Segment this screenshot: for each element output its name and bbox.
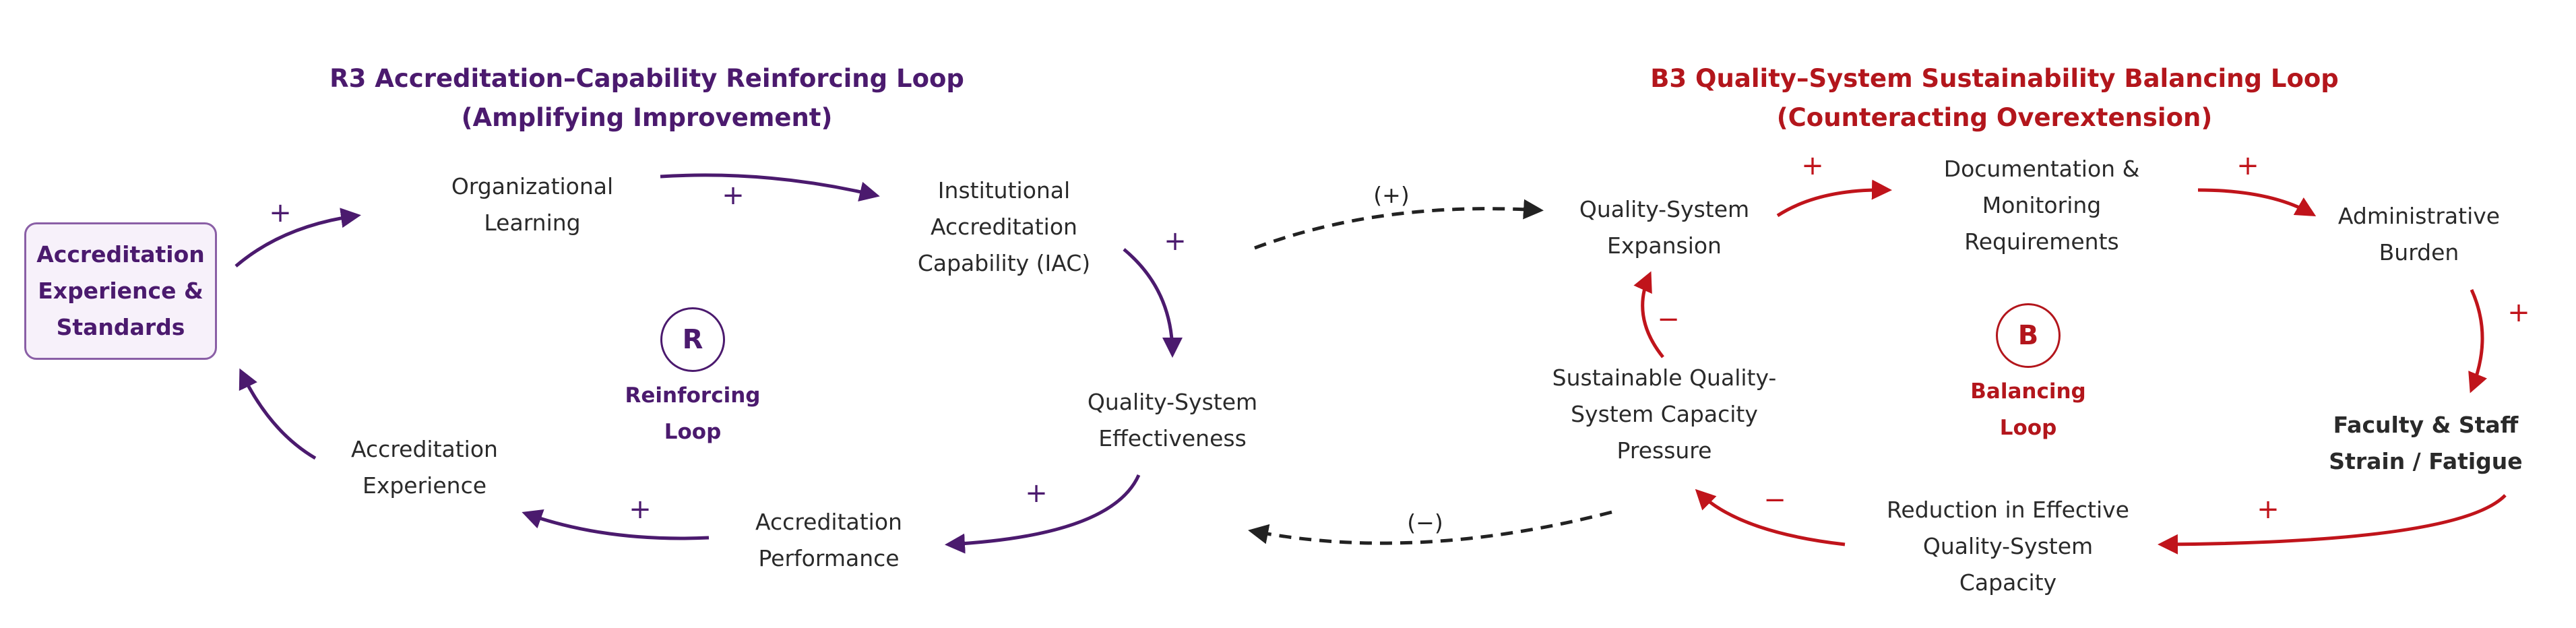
- sign-documentation-to-admin: +: [2236, 150, 2259, 181]
- node-documentation-monitoring: Documentation & Monitoring Requirements: [1943, 156, 2140, 255]
- arrow-iac-to-expansion-dashed: [1254, 199, 1544, 250]
- arrow-strain-to-reduction: [2158, 494, 2507, 555]
- link-positive-label: (+): [1373, 182, 1410, 208]
- node-accreditation-experience: Accreditation Experience: [351, 436, 498, 499]
- arrow-pressure-to-expansion: [1633, 271, 1664, 358]
- arrow-pressure-to-performance-dashed: [1248, 510, 1612, 545]
- node-faculty-staff-strain: Faculty & Staff Strain / Fatigue: [2329, 412, 2523, 474]
- sign-learning-to-iac: +: [722, 180, 745, 211]
- node-quality-system-expansion: Quality-System Expansion: [1579, 196, 1750, 259]
- arrow-box-to-learning: [234, 208, 361, 268]
- node-accreditation-performance: Accreditation Performance: [755, 509, 902, 571]
- sign-reduction-to-pressure: −: [1763, 484, 1786, 515]
- reinforcing-loop-label: Reinforcing Loop: [625, 383, 761, 444]
- sign-admin-to-strain: +: [2507, 297, 2530, 328]
- arrow-iac-to-effectiveness: [1123, 248, 1183, 358]
- arrow-expansion-to-documentation: [1776, 179, 1892, 218]
- sign-performance-to-experience: +: [629, 494, 652, 525]
- balancing-loop-marker: B: [1996, 303, 2061, 368]
- link-negative-label: (−): [1407, 509, 1443, 536]
- node-organizational-learning: Organizational Learning: [451, 173, 614, 236]
- arrow-admin-to-strain: [2468, 288, 2487, 394]
- sign-iac-to-effectiveness: +: [1164, 226, 1187, 257]
- node-sustainable-capacity-pressure: Sustainable Quality- System Capacity Pre…: [1552, 365, 1777, 464]
- node-quality-system-effectiveness: Quality-System Effectiveness: [1087, 389, 1258, 451]
- sign-effectiveness-to-performance: +: [1025, 478, 1048, 509]
- arrow-experience-to-box: [239, 368, 317, 460]
- sign-box-to-learning: +: [269, 197, 292, 228]
- b-loop-title: B3 Quality–System Sustainability Balanci…: [1650, 64, 2339, 132]
- arrow-documentation-to-admin: [2197, 188, 2317, 217]
- sign-strain-to-reduction: +: [2257, 494, 2280, 525]
- node-reduction-effective-capacity: Reduction in Effective Quality-System Ca…: [1886, 497, 2129, 596]
- reinforcing-loop-marker: R: [660, 307, 725, 372]
- balancing-loop-label: Balancing Loop: [1970, 379, 2086, 440]
- node-administrative-burden: Administrative Burden: [2337, 203, 2501, 265]
- arrow-reduction-to-pressure: [1695, 489, 1846, 546]
- node-institutional-accreditation-capability: Institutional Accreditation Capability (…: [917, 177, 1091, 276]
- accreditation-experience-standards-box: Accreditation Experience & Standards: [24, 222, 217, 360]
- sign-expansion-to-documentation: +: [1801, 150, 1824, 181]
- sign-pressure-to-expansion: −: [1657, 304, 1680, 335]
- arrow-effectiveness-to-performance: [945, 474, 1141, 554]
- arrow-learning-to-iac: [660, 173, 880, 202]
- r-loop-title: R3 Accreditation–Capability Reinforcing …: [329, 64, 964, 132]
- arrow-performance-to-experience: [522, 509, 710, 540]
